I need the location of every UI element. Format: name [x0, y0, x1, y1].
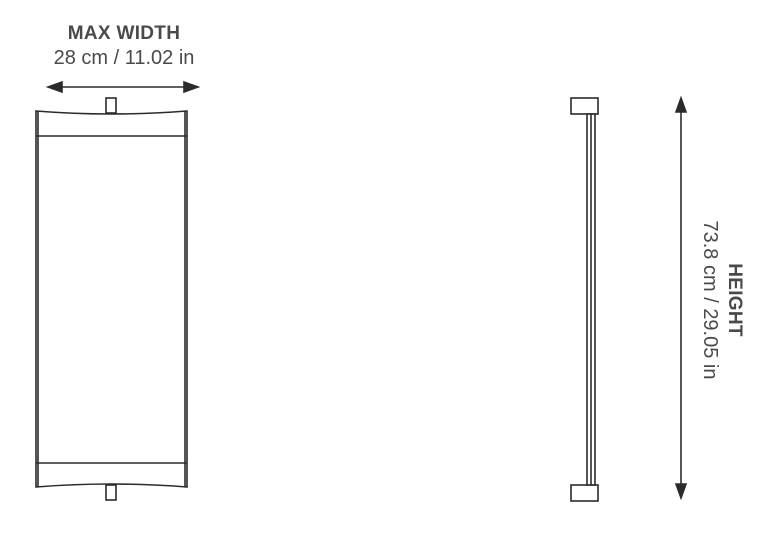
height-arrow-bottom-head — [674, 483, 688, 501]
width-dimension-label: MAX WIDTH 28 cm / 11.02 in — [20, 22, 228, 70]
side-top-bracket — [570, 97, 599, 115]
height-dimension-value: 73.8 cm / 29.05 in — [699, 220, 721, 380]
width-dimension-value: 28 cm / 11.02 in — [53, 47, 195, 69]
front-shade-outline — [35, 110, 188, 488]
height-arrow-top-head — [674, 95, 688, 113]
side-bottom-bracket — [570, 484, 599, 502]
side-view — [570, 97, 599, 502]
front-view — [35, 97, 188, 501]
width-arrow — [45, 80, 201, 94]
height-dimension-title: HEIGHT — [724, 263, 745, 337]
front-top-mount-tab — [105, 97, 117, 114]
width-dimension-title: MAX WIDTH — [67, 23, 181, 44]
width-arrow-right-head — [183, 80, 201, 94]
width-arrow-left-head — [45, 80, 63, 94]
height-arrow — [674, 95, 688, 501]
front-bottom-mount-tab — [105, 484, 117, 501]
